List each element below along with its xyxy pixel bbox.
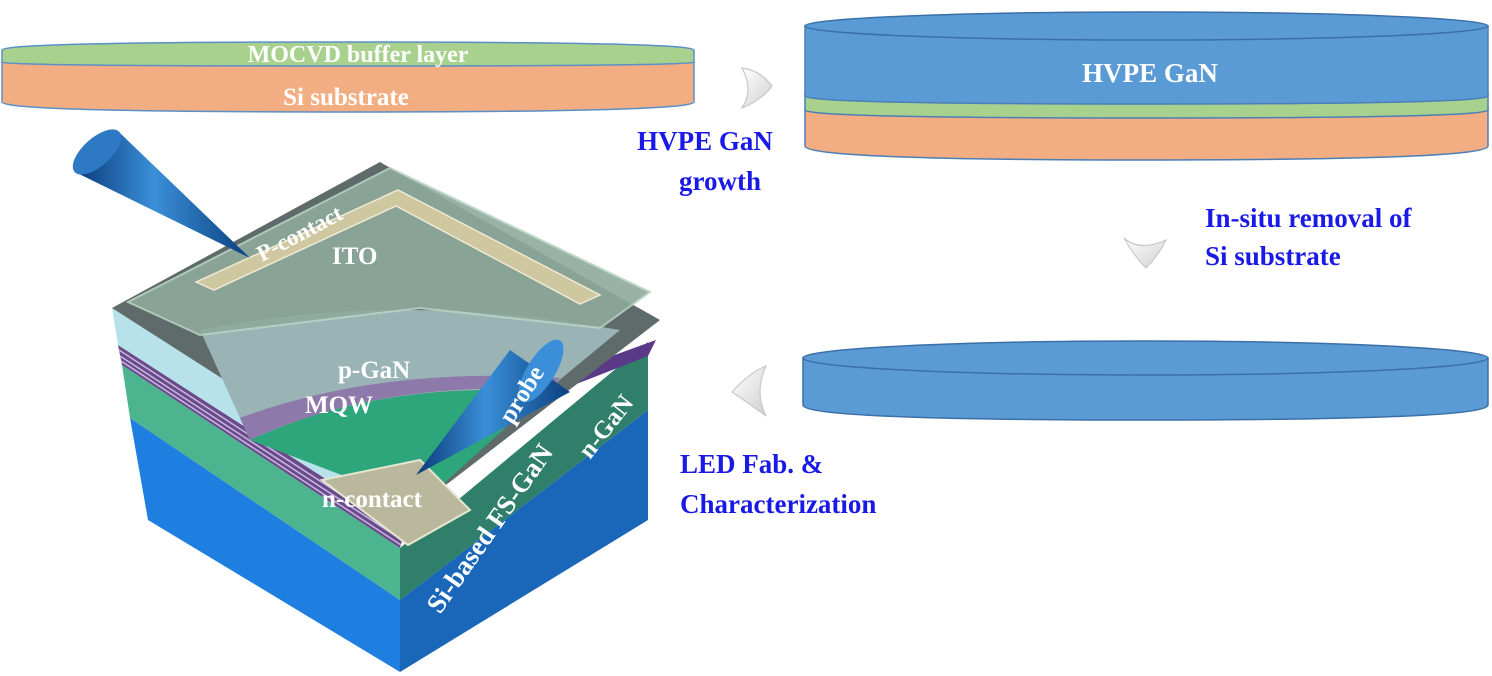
ito-plate <box>125 166 652 337</box>
probe-top-base <box>72 129 122 175</box>
wafer2-top-face <box>804 11 1489 41</box>
arrow-left-icon <box>731 364 768 417</box>
wafer3-top-face <box>802 340 1489 376</box>
wafer2-gan-layer <box>804 25 1489 105</box>
step-growth-line2: growth <box>679 166 761 196</box>
probe-bottom-base <box>518 339 564 403</box>
wafer-hvpe-gan: HVPE GaN <box>804 11 1489 161</box>
arrow-right-icon <box>740 67 773 110</box>
mocvd-buffer-label: MOCVD buffer layer <box>248 42 469 68</box>
wafer-si-buffer: MOCVD buffer layer Si substrate <box>1 41 695 113</box>
device-left-fsgan <box>130 418 400 672</box>
p-gan-label: p-GaN <box>338 357 410 384</box>
step-fab-line1: LED Fab. & <box>680 449 823 479</box>
device-right-ngan <box>400 342 648 600</box>
step-growth-line1: HVPE GaN <box>637 126 773 156</box>
ito-label: ITO <box>332 243 377 270</box>
wafer-fs-gan <box>802 340 1489 421</box>
arrow-down-icon <box>1123 237 1168 269</box>
si-substrate-layer <box>1 61 695 113</box>
probe-top-icon <box>75 133 250 258</box>
p-contact-bar <box>194 189 602 305</box>
wafer2-si-layer <box>804 107 1489 161</box>
device-right-fsgan <box>400 410 648 672</box>
n-contact-pad <box>319 458 472 547</box>
step-removal-line2: Si substrate <box>1205 241 1341 271</box>
si-substrate-label: Si substrate <box>283 84 409 111</box>
hvpe-gan-label: HVPE GaN <box>1082 58 1218 88</box>
step-removal-line1: In-situ removal of <box>1205 203 1413 233</box>
step-fab-line2: Characterization <box>680 489 876 519</box>
device-left-ngan <box>122 365 400 600</box>
mqw-label: MQW <box>305 392 373 419</box>
n-contact-label: n-contact <box>322 486 423 513</box>
mocvd-buffer-layer <box>1 41 695 67</box>
led-device <box>112 162 660 672</box>
